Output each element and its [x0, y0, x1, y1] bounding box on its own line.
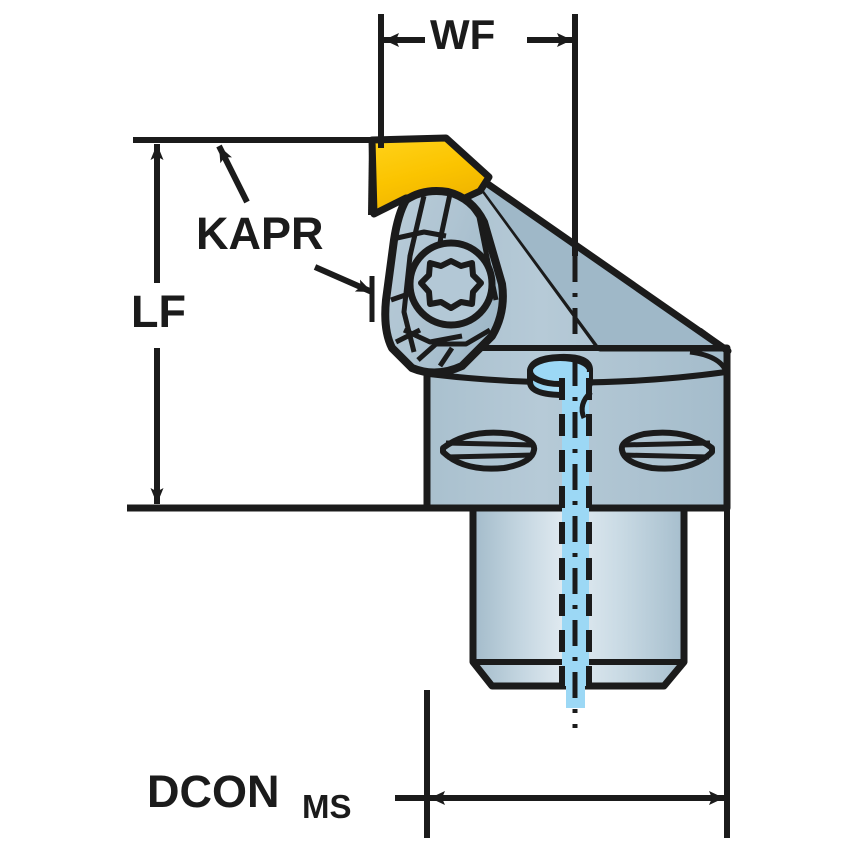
insert-cutting-edge — [368, 140, 375, 216]
dimension-label-kapr: KAPR — [196, 208, 324, 259]
torx-socket-icon — [418, 258, 484, 311]
coolant-outlet-left — [440, 429, 538, 472]
coolant-outlet-right — [618, 429, 715, 472]
dimension-dcon — [395, 350, 730, 838]
dimension-kapr — [216, 144, 375, 322]
coolant-outlets — [440, 429, 715, 472]
coolant-outlet-left-inner — [445, 440, 535, 460]
ramp-edge — [468, 169, 732, 355]
kapr-leader-lower — [313, 264, 374, 295]
dimension-label-dcon: DCON — [147, 766, 280, 817]
dimension-label-wf: WF — [430, 11, 496, 58]
dimension-wf — [378, 14, 578, 256]
clamp-assembly — [381, 187, 507, 377]
kapr-leader-upper — [216, 144, 250, 204]
coolant-outlet-right-inner — [621, 440, 711, 460]
dimension-label-dcon-subscript: MS — [302, 788, 352, 825]
channel-entry-curve — [579, 390, 593, 419]
dimension-label-lf: LF — [131, 286, 186, 337]
